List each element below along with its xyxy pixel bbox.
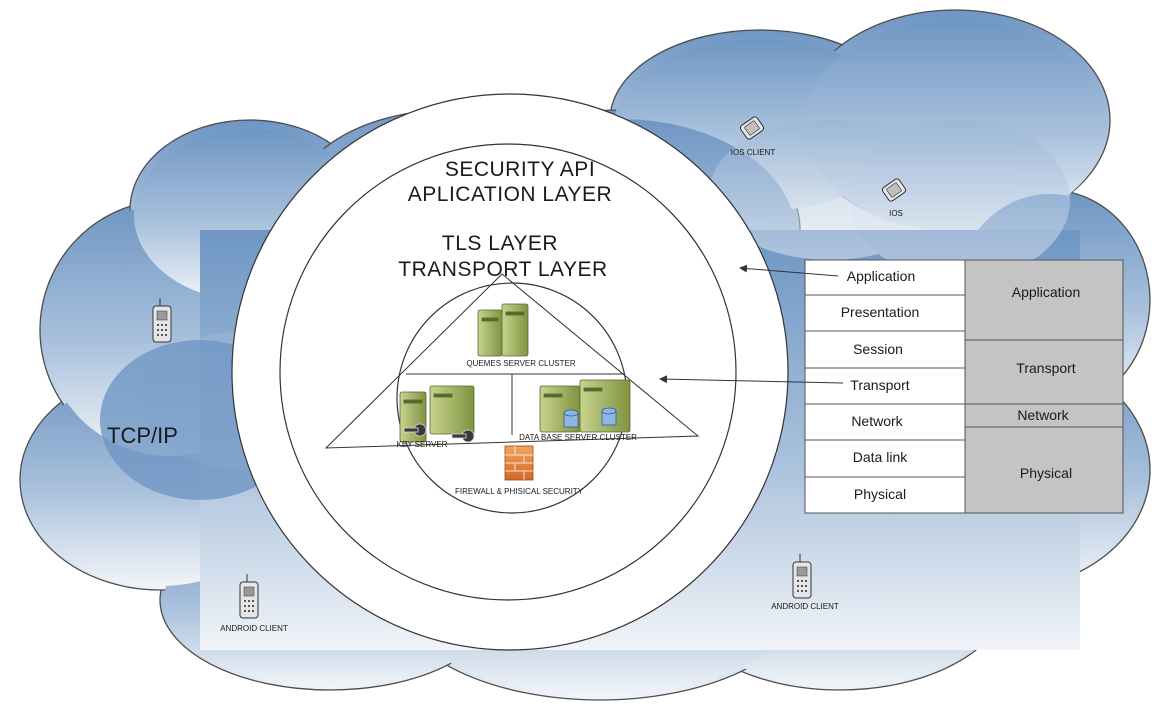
android-client-right-phone-icon: [792, 554, 812, 599]
connector-arrows: [659, 264, 844, 384]
osi-layer-data-link: Data link: [853, 449, 908, 465]
database-server-icon: [539, 379, 631, 433]
android-client-right-label: ANDROID CLIENT: [771, 602, 839, 611]
firewall-icon: [504, 445, 534, 481]
middle-ring-subtitle: TRANSPORT LAYER: [398, 258, 607, 281]
ios-phone-icon: [881, 178, 907, 202]
ios-label: IOS: [889, 209, 903, 218]
server-triangle: [324, 273, 700, 449]
osi-layer-application: Application: [847, 268, 916, 284]
ios-client-label: IOS CLIENT: [731, 148, 776, 157]
tcpip-layer-physical: Physical: [1020, 465, 1072, 481]
osi-model-table: [804, 259, 1124, 514]
osi-layer-session: Session: [853, 341, 903, 357]
android-client-left-label: ANDROID CLIENT: [220, 624, 288, 633]
osi-layer-presentation: Presentation: [841, 304, 920, 320]
tcpip-layer-transport: Transport: [1016, 360, 1076, 376]
server-cluster-icon: [477, 303, 529, 357]
osi-layer-transport: Transport: [850, 377, 910, 393]
osi-layer-network: Network: [851, 413, 903, 429]
tcpip-layer-network: Network: [1017, 407, 1069, 423]
mobile-phone-icon: [152, 298, 172, 343]
tcpip-layer-application: Application: [1012, 284, 1081, 300]
database-label: DATA BASE SERVER CLUSTER: [519, 433, 637, 442]
outer-ring-title: SECURITY API: [445, 158, 595, 181]
cluster-label: QUEMES SERVER CLUSTER: [466, 359, 575, 368]
outer-ring-subtitle: APLICATION LAYER: [408, 183, 612, 206]
android-client-left-phone-icon: [239, 574, 259, 619]
firewall-label: FIREWALL & PHISICAL SECURITY: [455, 487, 584, 496]
tcpip-label: TCP/IP: [107, 423, 178, 448]
key-icon: [403, 423, 475, 443]
database-icon: [563, 407, 617, 428]
osi-layer-physical: Physical: [854, 486, 906, 502]
middle-ring-title: TLS LAYER: [442, 232, 558, 255]
ios-client-phone-icon: [739, 116, 765, 140]
key-server-label: KEY SERVER: [397, 440, 448, 449]
